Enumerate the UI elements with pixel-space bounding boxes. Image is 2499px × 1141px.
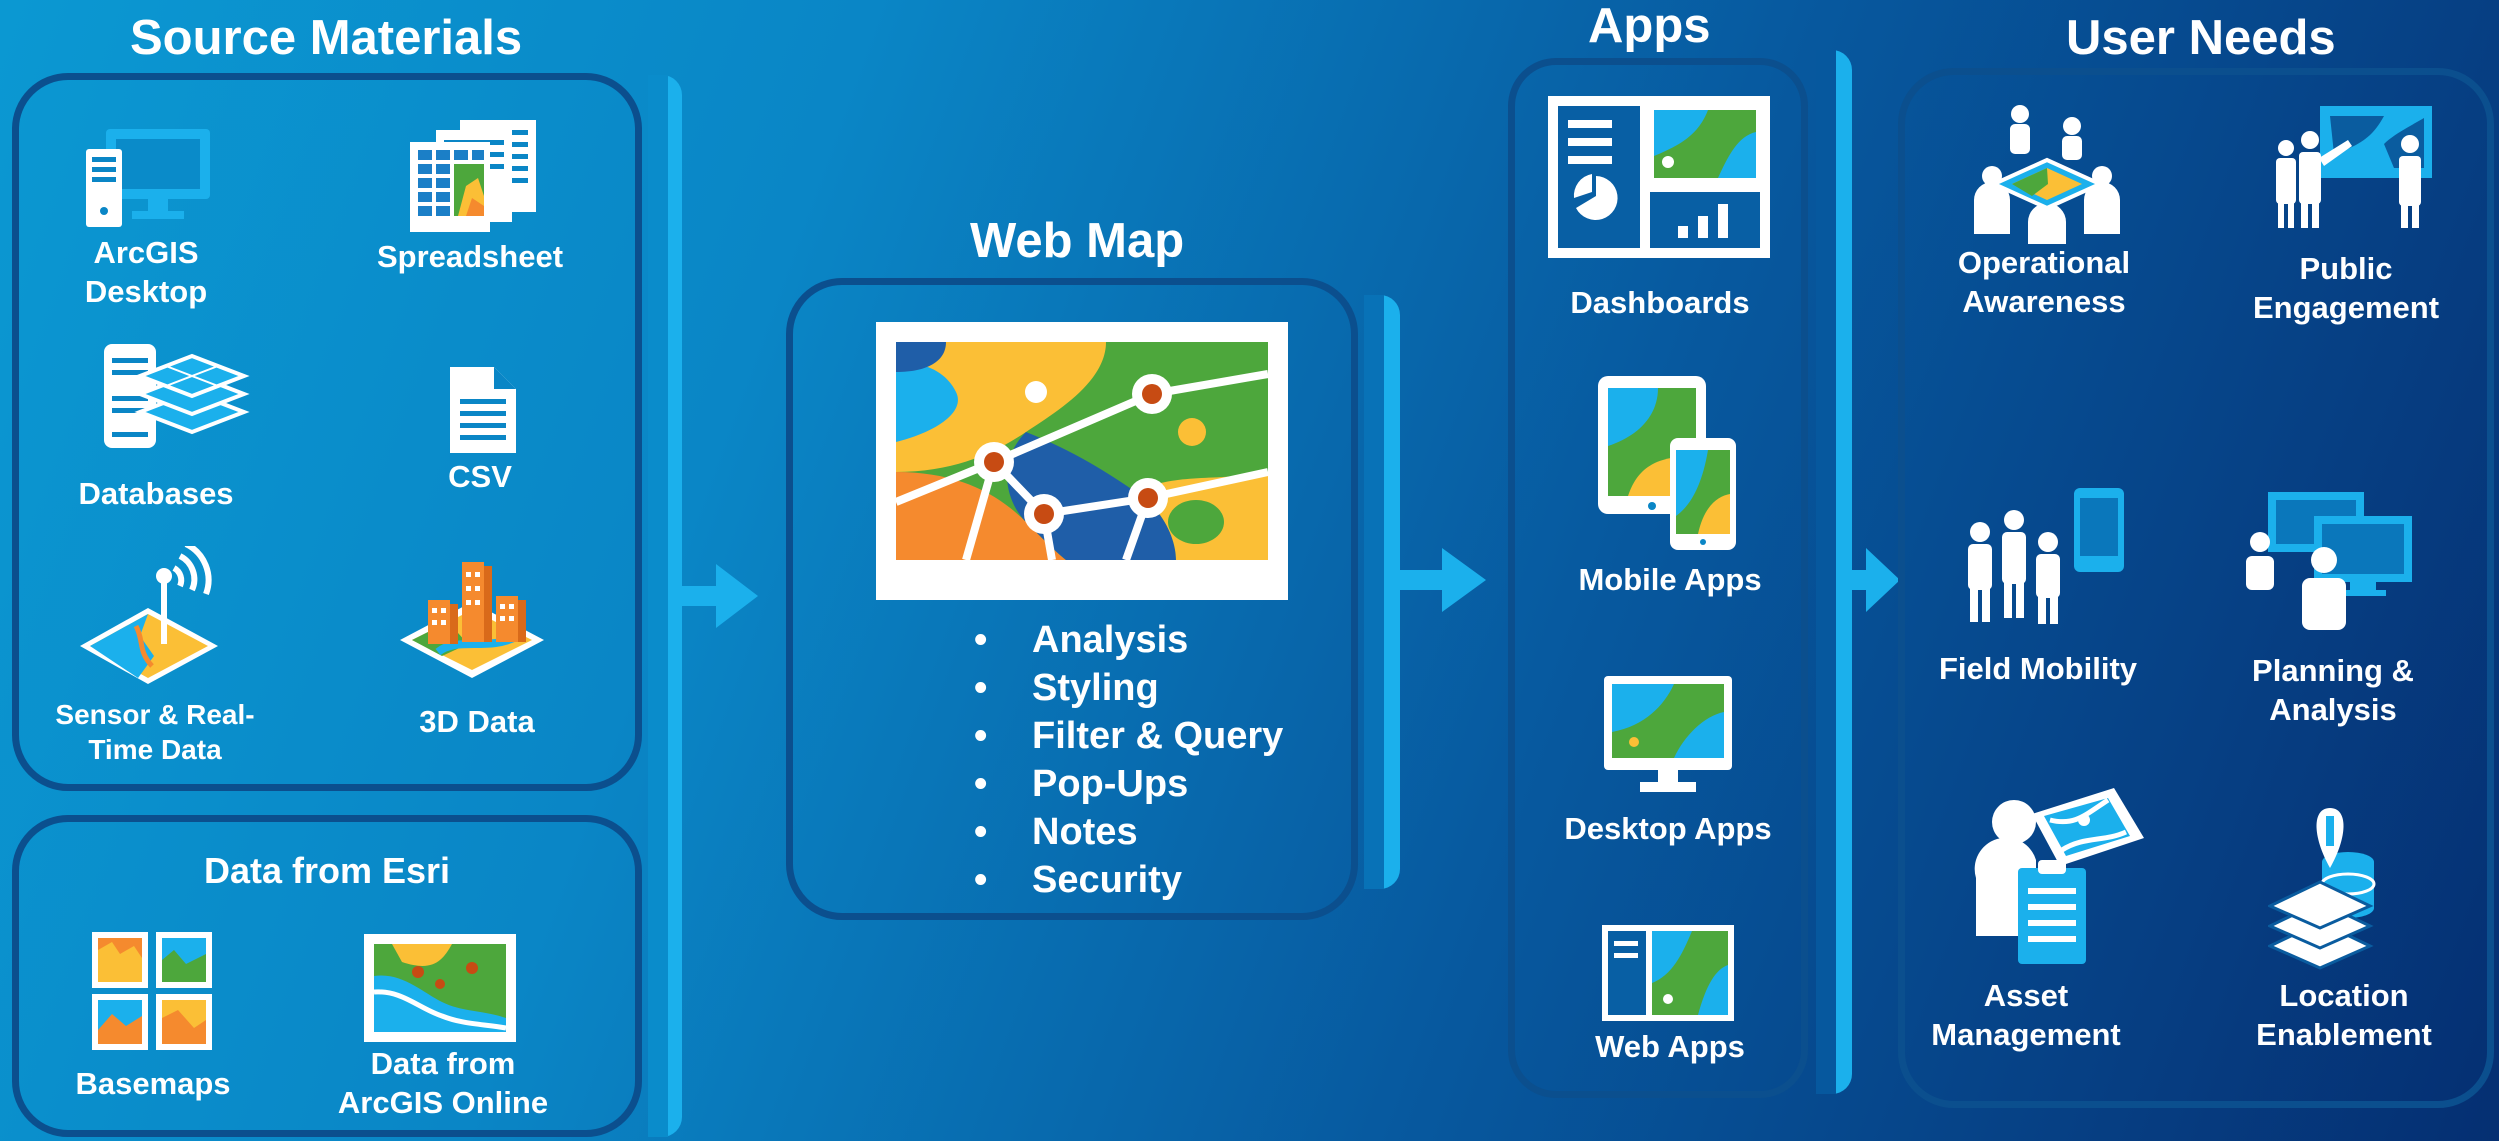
presentation-audience-icon	[2274, 104, 2434, 228]
feature-pop-ups: Pop-Ups	[974, 760, 1283, 808]
dashboard-icon	[1548, 96, 1770, 258]
spreadsheet-label: Spreadsheet	[376, 239, 564, 274]
source-bracket-inner	[648, 75, 668, 1137]
spreadsheet-icon	[408, 116, 538, 234]
feature-filter-query: Filter & Query	[974, 712, 1283, 760]
user-needs-title: User Needs	[2066, 11, 2336, 65]
web-map-illustration-icon	[876, 322, 1288, 600]
webmap-to-apps-arrow	[1398, 544, 1488, 616]
basemaps-label: Basemaps	[75, 1066, 231, 1101]
csv-label: CSV	[448, 459, 512, 494]
data-from-esri-panel	[12, 815, 642, 1137]
database-layers-icon	[100, 336, 250, 454]
web-map-title: Web Map	[970, 214, 1185, 268]
source-materials-panel	[12, 73, 642, 791]
web-map-features-list: Analysis Styling Filter & Query Pop-Ups …	[974, 616, 1283, 904]
apps-to-user-needs-arrow	[1850, 544, 1902, 616]
web-map-panel	[786, 278, 1358, 920]
location-stack-icon	[2268, 806, 2378, 970]
mobile-apps-label: Mobile Apps	[1578, 562, 1762, 597]
meeting-table-icon	[1972, 104, 2122, 244]
feature-styling: Styling	[974, 664, 1283, 712]
basemaps-icon	[90, 930, 215, 1052]
apps-panel	[1508, 58, 1808, 1098]
apps-title: Apps	[1588, 0, 1711, 53]
apps-bracket-inner	[1816, 50, 1836, 1094]
3d-buildings-icon	[398, 556, 548, 686]
databases-label: Databases	[78, 476, 234, 511]
source-materials-title: Source Materials	[130, 11, 523, 65]
online-map-icon	[362, 932, 518, 1044]
3d-data-label: 3D Data	[419, 704, 535, 739]
dashboards-label: Dashboards	[1570, 285, 1750, 320]
source-to-webmap-arrow	[680, 560, 760, 632]
field-team-phone-icon	[1966, 486, 2126, 624]
feature-security: Security	[974, 856, 1283, 904]
user-needs-panel	[1898, 68, 2494, 1108]
desktop-apps-label: Desktop Apps	[1564, 811, 1772, 846]
field-mobility-label: Field Mobility	[1938, 651, 2138, 686]
desktop-computer-icon	[84, 125, 214, 230]
data-from-esri-title: Data from Esri	[203, 850, 451, 891]
desktop-monitor-icon	[1604, 676, 1732, 798]
feature-analysis: Analysis	[974, 616, 1283, 664]
planning-workstation-icon	[2244, 490, 2414, 630]
planning-analysis-label: Planning &Analysis	[2252, 653, 2414, 727]
feature-notes: Notes	[974, 808, 1283, 856]
sensor-signal-icon	[78, 546, 228, 686]
csv-file-icon	[448, 365, 518, 455]
web-app-icon	[1602, 925, 1734, 1021]
asset-clipboard-icon	[1974, 786, 2146, 966]
webmap-bracket-inner	[1364, 295, 1384, 889]
mobile-devices-icon	[1598, 376, 1738, 551]
sensor-label: Sensor & Real-Time Data	[55, 699, 255, 765]
web-apps-label: Web Apps	[1595, 1029, 1745, 1064]
